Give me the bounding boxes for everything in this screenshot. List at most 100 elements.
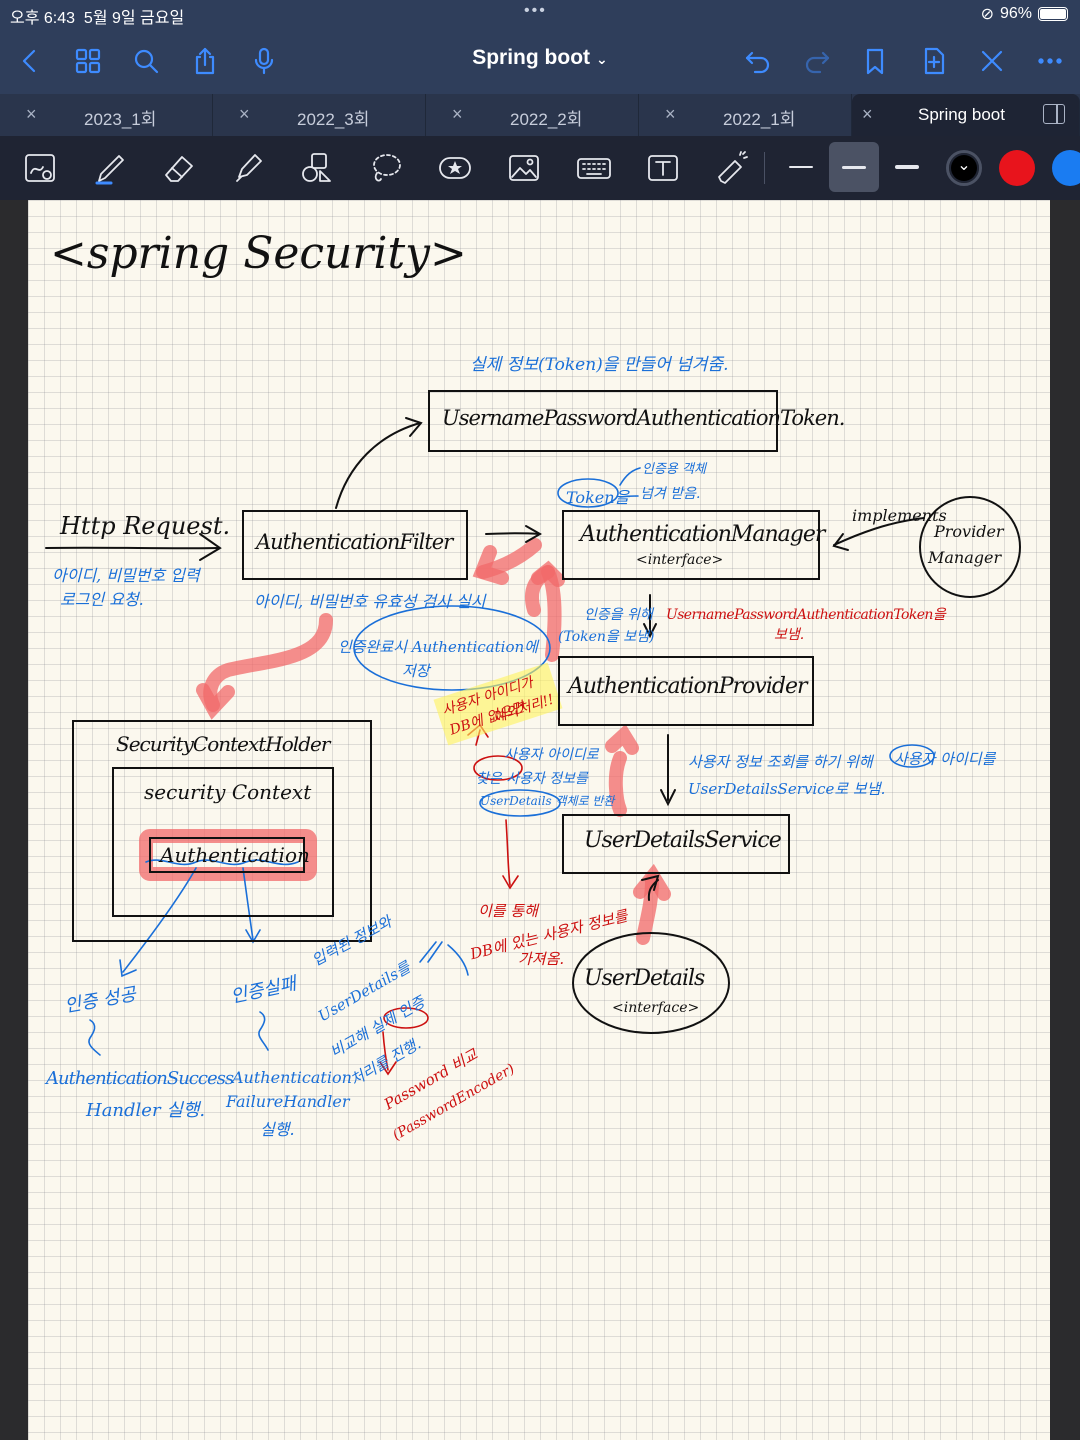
close-edit-button[interactable]: [972, 41, 1012, 81]
stroke-medium[interactable]: [829, 142, 879, 192]
color-blue[interactable]: [1052, 150, 1080, 186]
undo-button[interactable]: [738, 41, 778, 81]
status-right: ⊘ 96%: [981, 4, 1068, 24]
drawing-toolbar: [0, 136, 1080, 200]
tab-2022-2[interactable]: ×2022_2회: [426, 94, 639, 136]
http-request-label: Http Request.: [60, 512, 231, 540]
multitask-dots[interactable]: •••: [524, 2, 547, 19]
highlight-strokes: [139, 538, 671, 945]
color-red[interactable]: [999, 150, 1035, 186]
yellow-highlight: [433, 662, 563, 746]
close-tab-icon[interactable]: ×: [665, 104, 676, 124]
manager-token-2: 인증용 객체: [642, 462, 706, 477]
manager-box: [562, 510, 820, 580]
battery-icon: [1038, 7, 1068, 21]
store-note-2: 저장: [402, 662, 430, 680]
authentication-box: [149, 837, 305, 873]
pen-icon: [95, 155, 124, 185]
eraser-icon: [165, 156, 193, 182]
token-box: [428, 390, 778, 452]
tab-spring-boot[interactable]: ×Spring boot: [852, 94, 1080, 136]
laser-pointer-tool[interactable]: [710, 146, 754, 190]
context-box: [112, 767, 334, 917]
manager-token-3: 넘겨 받음.: [640, 486, 701, 502]
pen-off-icon: [981, 50, 1003, 72]
tab-2022-3[interactable]: ×2022_3회: [213, 94, 426, 136]
back-button[interactable]: [10, 41, 50, 81]
text-box-icon: [648, 155, 678, 181]
close-tab-icon[interactable]: ×: [26, 104, 37, 124]
bookmark-button[interactable]: [855, 41, 895, 81]
close-tab-icon[interactable]: ×: [239, 104, 250, 124]
toolbar-divider: [764, 152, 765, 184]
star-icon: [439, 157, 471, 179]
fail-handler-3: 실행.: [260, 1120, 295, 1139]
provider-manager-2: Manager: [928, 548, 1002, 567]
highlighter-icon: [236, 154, 262, 182]
token-note: 실제 정보(Token)을 만들어 넘겨줌.: [470, 355, 729, 375]
share-button[interactable]: [185, 41, 225, 81]
add-page-icon: [924, 47, 945, 75]
share-icon: [195, 47, 215, 75]
link-icon: ⊘: [980, 6, 994, 23]
image-tool[interactable]: [502, 146, 546, 190]
split-view-icon[interactable]: [1043, 104, 1065, 124]
shape-tool[interactable]: [295, 146, 339, 190]
more-button[interactable]: [1030, 41, 1070, 81]
provider-box: [558, 656, 814, 726]
add-page-button[interactable]: [914, 41, 954, 81]
holder-label: SecurityContextHolder: [116, 732, 330, 756]
redo-button[interactable]: [797, 41, 837, 81]
laser-pointer-icon: [718, 151, 748, 184]
holder-box: [72, 720, 372, 942]
status-time: 오후 6:43 5월 9일 금요일: [10, 10, 185, 27]
user-details-sub: <interface>: [612, 1000, 700, 1016]
undo-icon: [745, 51, 770, 74]
blue-strokes: [88, 467, 935, 1056]
microphone-button[interactable]: [244, 41, 284, 81]
fail-handler-1: Authentication: [232, 1068, 352, 1087]
provider-label: AuthenticationProvider: [568, 674, 808, 699]
text-tool[interactable]: [641, 146, 685, 190]
keyboard-tool[interactable]: [572, 146, 616, 190]
elements-tool[interactable]: [433, 146, 477, 190]
http-note-1: 아이디, 비밀번호 입력: [52, 566, 200, 585]
user-details-label: UserDetails: [584, 966, 705, 991]
service-label: UserDetailsService: [584, 828, 782, 853]
shapes-icon: [302, 153, 331, 182]
stroke-thick[interactable]: [882, 142, 932, 192]
tab-2022-1[interactable]: ×2022_1회: [639, 94, 852, 136]
tab-2023-1[interactable]: ×2023_1회: [0, 94, 213, 136]
service-note-1: 사용자 정보 조회를 하기 위해: [688, 753, 873, 771]
fail-handler-2: FailureHandler: [226, 1092, 350, 1111]
manager-label: AuthenticationManager: [580, 522, 825, 547]
note-page[interactable]: <spring Security> 실제 정보(Token)을 만들어 넘겨줌.…: [28, 200, 1050, 1440]
context-label: security Context: [144, 780, 312, 804]
battery-percent: 96%: [999, 5, 1032, 22]
filter-note: 아이디, 비밀번호 유효성 검사 실시: [254, 592, 486, 611]
http-note-2: 로그인 요청.: [60, 590, 144, 609]
black-strokes: [45, 417, 1021, 1034]
highlighter-tool[interactable]: [226, 146, 270, 190]
pen-tool[interactable]: [88, 146, 132, 190]
stroke-thin[interactable]: [776, 142, 826, 192]
image-icon: [509, 155, 539, 181]
search-button[interactable]: [126, 41, 166, 81]
service-note-3: UserDetailsService로 보냄.: [688, 780, 886, 798]
implements-label: implements: [852, 506, 947, 525]
filter-box: [242, 510, 468, 580]
lasso-tool[interactable]: [364, 146, 408, 190]
note-title: <spring Security>: [50, 228, 467, 279]
success-handler-1: AuthenticationSuccess: [46, 1068, 234, 1089]
service-note-2: 사용자 아이디를: [894, 750, 996, 768]
filter-label: AuthenticationFilter: [256, 530, 453, 554]
zoom-window-tool[interactable]: [18, 146, 62, 190]
provider-manager-1: Provider: [934, 522, 1004, 541]
close-tab-icon[interactable]: ×: [862, 104, 873, 124]
eraser-tool[interactable]: [157, 146, 201, 190]
found-2: 찾은 사용자 정보를: [476, 771, 588, 787]
thumbnails-button[interactable]: [68, 41, 108, 81]
close-tab-icon[interactable]: ×: [452, 104, 463, 124]
document-tabs: ×2023_1회 ×2022_3회 ×2022_2회 ×2022_1회 ×Spr…: [0, 94, 1080, 136]
color-black[interactable]: [946, 150, 982, 186]
